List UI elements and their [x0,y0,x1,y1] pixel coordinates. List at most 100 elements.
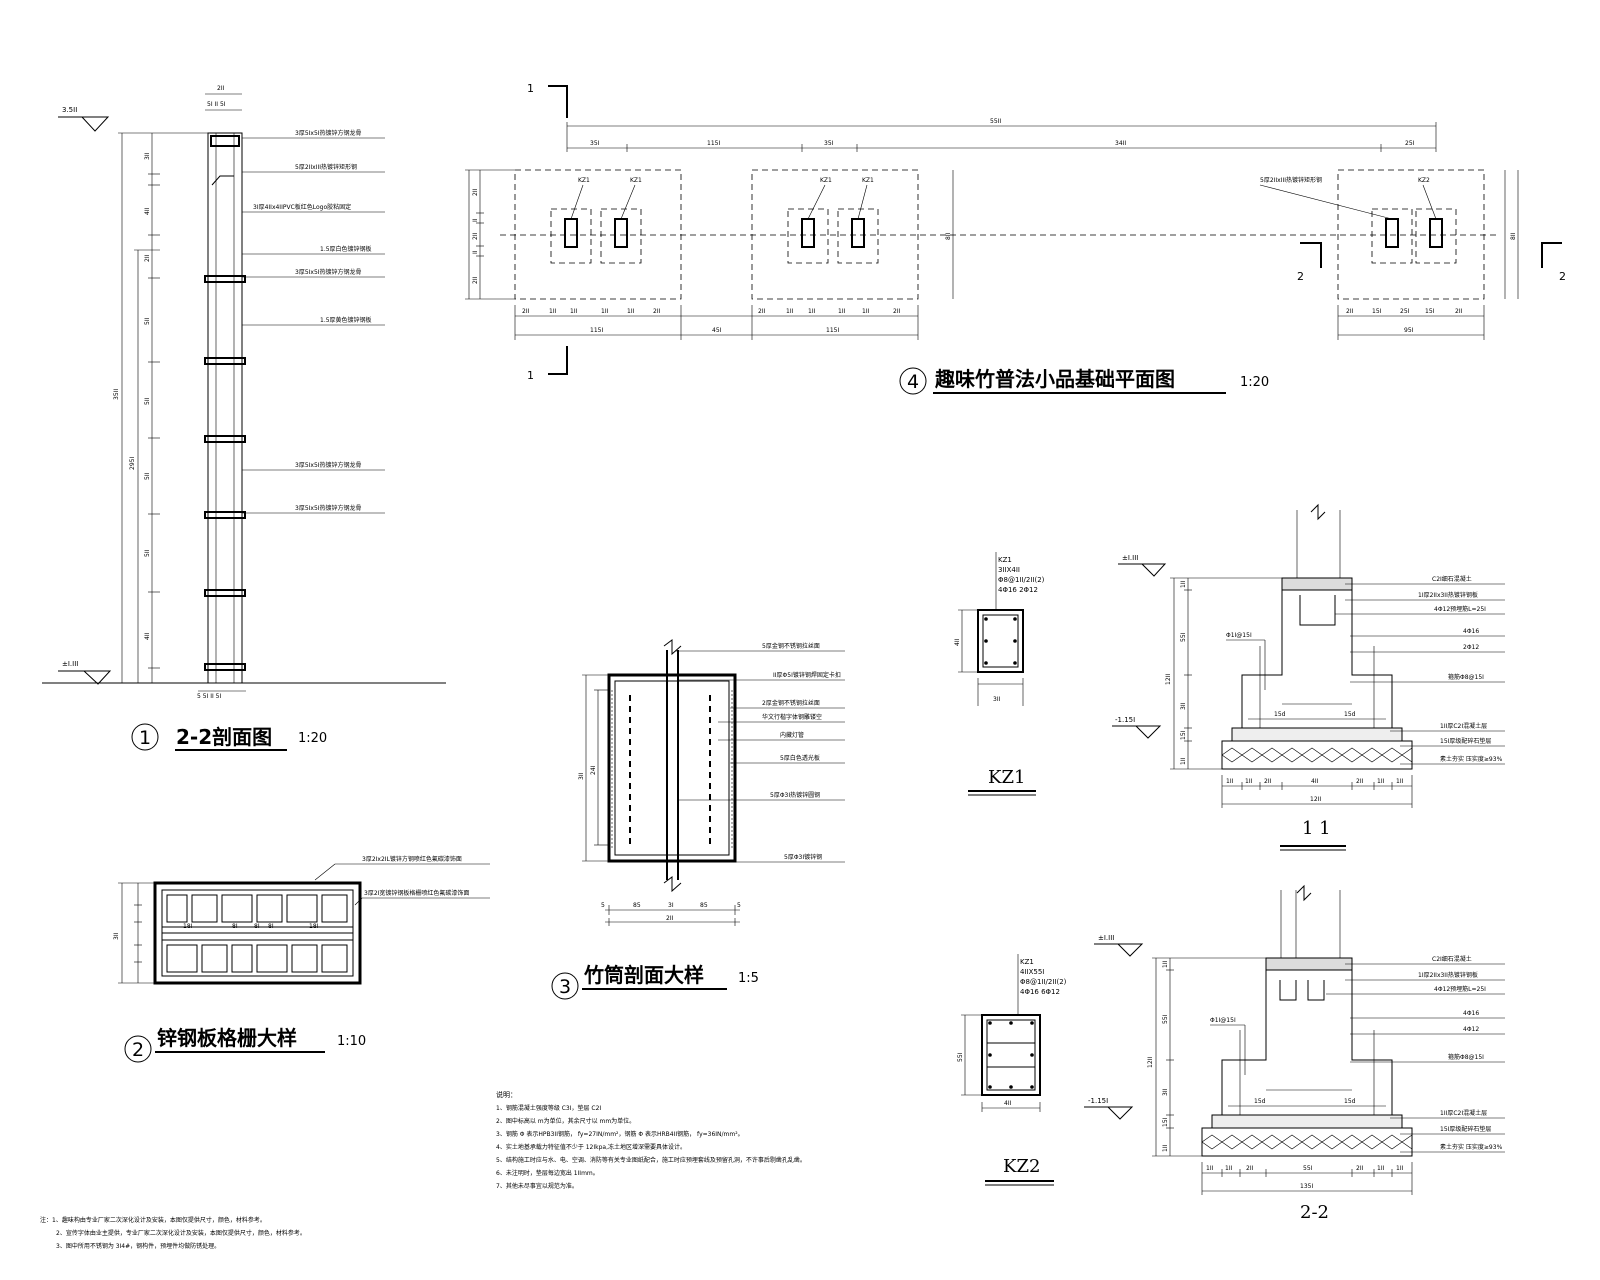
svg-text:2II: 2II [522,308,530,315]
svg-text:2II: 2II [666,915,674,922]
svg-text:85: 85 [633,902,641,909]
svg-text:1: 1 [527,369,534,382]
svg-text:3II: 3II [144,152,151,160]
svg-text:15I: 15I [1162,1117,1169,1127]
kz2-section: KZ1 4IIX55I Φ8@1II/2II(2) 4Φ16 6Φ12 55I … [957,954,1067,1186]
svg-text:-1.15I: -1.15I [1115,716,1135,724]
svg-text:15I: 15I [1425,308,1435,315]
svg-text:2厚金钢不锈钢拉丝面: 2厚金钢不锈钢拉丝面 [762,699,820,707]
svg-text:85: 85 [700,902,708,909]
pad-b [751,169,919,300]
svg-text:4Φ12: 4Φ12 [1463,1026,1479,1033]
column-body [207,132,243,684]
svg-text:7、其他未尽事宜以规范为准。: 7、其他未尽事宜以规范为准。 [496,1182,578,1190]
svg-text:4IIX55I: 4IIX55I [1020,968,1044,976]
svg-text:1II: 1II [1162,960,1169,968]
svg-text:2II: 2II [893,308,901,315]
svg-text:3厚2Ix2IL镀锌方钢喷红色氟碳漆饰面: 3厚2Ix2IL镀锌方钢喷红色氟碳漆饰面 [362,855,462,863]
svg-text:2II: 2II [1264,778,1272,785]
svg-text:1II: 1II [1226,778,1234,785]
svg-text:2: 2 [1559,270,1566,283]
svg-text:1II: 1II [1377,1165,1385,1172]
svg-text:5II: 5II [144,472,151,480]
svg-text:±I.III: ±I.III [1098,934,1114,942]
footing-1-1: 15d 15d Φ1I@15I ±I.III -1.15I 12II 1II 5… [1112,503,1505,851]
footing-2-2: 15d 15d Φ1I@15I ±I.III -1.15I 12II 1II 5… [1084,884,1505,1223]
svg-text:15d: 15d [1344,711,1356,718]
svg-text:-1.15I: -1.15I [1088,1097,1108,1105]
svg-text:1II: 1II [627,308,635,315]
svg-text:1II: 1II [570,308,578,315]
svg-text:C2I细石混凝土: C2I细石混凝土 [1432,575,1472,583]
svg-text:KZ1: KZ1 [820,177,832,184]
svg-text:1II厚C2I混凝土层: 1II厚C2I混凝土层 [1440,1109,1487,1117]
svg-text:2II: 2II [653,308,661,315]
svg-text:4II: 4II [1311,778,1319,785]
svg-text:Φ8@1II/2II(2): Φ8@1II/2II(2) [1020,978,1067,986]
svg-text:KZ1: KZ1 [630,177,642,184]
svg-text:1II: 1II [549,308,557,315]
svg-text:2II: 2II [1246,1165,1254,1172]
title-2-scale: 1:10 [337,1034,366,1049]
svg-text:1: 1 [527,82,534,95]
svg-text:华文行楷字体钢雕镂空: 华文行楷字体钢雕镂空 [762,713,822,721]
svg-text:1II: 1II [862,308,870,315]
svg-text:15d: 15d [1254,1098,1266,1105]
svg-text:1II: 1II [1396,778,1404,785]
svg-text:箍筋Φ8@15I: 箍筋Φ8@15I [1448,673,1484,681]
svg-text:2II: 2II [472,232,479,240]
svg-text:KZ1: KZ1 [862,177,874,184]
svg-text:素土夯实 压实度≥93%: 素土夯实 压实度≥93% [1440,755,1503,763]
svg-text:2II: 2II [144,254,151,262]
svg-text:1II: 1II [808,308,816,315]
svg-text:5厚Φ3I热镀锌圆钢: 5厚Φ3I热镀锌圆钢 [770,791,820,799]
svg-text:KZ2: KZ2 [1418,177,1430,184]
svg-text:3II: 3II [993,696,1001,703]
svg-text:1II: 1II [1162,1144,1169,1152]
svg-text:5: 5 [737,902,741,909]
kz1-caption: KZ1 [988,767,1025,788]
pad-a [514,169,682,300]
svg-text:1、钢筋混凝土强度等级 C3I，垫层 C2I: 1、钢筋混凝土强度等级 C3I，垫层 C2I [496,1104,601,1112]
svg-text:1.5厚黄色镀锌钢板: 1.5厚黄色镀锌钢板 [320,316,372,324]
svg-text:KZ1: KZ1 [998,556,1012,564]
svg-text:3I厚4IIx4IIPVC板红色Logo胶粘固定: 3I厚4IIx4IIPVC板红色Logo胶粘固定 [253,203,351,211]
svg-text:2II: 2II [1356,778,1364,785]
svg-text:2II: 2II [1346,308,1354,315]
kz1-section: KZ1 3IIX4II Φ8@1II/2II(2) 4Φ16 2Φ12 4II … [954,552,1045,796]
svg-text:2Φ12: 2Φ12 [1463,644,1479,651]
svg-text:15I厚级配碎石垫层: 15I厚级配碎石垫层 [1440,737,1491,745]
section-2-2: 3.5II ±I.III 35II 295I 3II 4II 2II [42,85,446,751]
svg-text:5I II 5I: 5I II 5I [207,101,226,108]
svg-text:4Φ16: 4Φ16 [1463,1010,1479,1017]
svg-text:34II: 34II [1115,140,1126,147]
svg-text:8II: 8II [945,232,952,240]
svg-text:1II: 1II [1396,1165,1404,1172]
svg-text:12II: 12II [1310,796,1321,803]
svg-text:1II: 1II [1180,580,1187,588]
svg-text:4II: 4II [954,638,961,646]
svg-text:115I: 115I [826,327,839,334]
svg-text:12II: 12II [1165,674,1172,685]
svg-text:5厚金钢不锈钢拉丝面: 5厚金钢不锈钢拉丝面 [762,642,820,650]
elev-top: 3.5II [62,106,77,114]
svg-text:15I: 15I [1180,730,1187,740]
svg-text:4II: 4II [144,207,151,215]
svg-text:4Φ12预埋筋L=25I: 4Φ12预埋筋L=25I [1434,605,1486,613]
svg-text:II厚Φ5I镀锌钢焊固定卡扣: II厚Φ5I镀锌钢焊固定卡扣 [773,671,841,679]
title-1-scale: 1:20 [298,731,327,746]
bamboo-tube-section: 3II 24I 5厚金钢不锈钢拉丝面 II厚Φ5I镀锌钢焊固定卡扣 2厚金钢不锈… [551,639,845,1000]
title-1: 2-2剖面图 [176,725,272,749]
svg-text:55I: 55I [1162,1014,1169,1024]
svg-text:4、实土地基承载力特征值不少于 12Ikpa,冻土地区增: 4、实土地基承载力特征值不少于 12Ikpa,冻土地区增深需要具体设计。 [496,1143,686,1151]
svg-text:1II: 1II [601,308,609,315]
svg-text:4Φ16 2Φ12: 4Φ16 2Φ12 [998,586,1038,594]
title-4-number: 4 [907,371,919,393]
svg-text:5厚白色透光板: 5厚白色透光板 [780,754,820,762]
svg-text:8I: 8I [254,923,260,930]
svg-text:3、图中所用不锈钢为 3I4#，钢构件，预埋件均做防锈处理。: 3、图中所用不锈钢为 3I4#，钢构件，预埋件均做防锈处理。 [56,1242,220,1250]
svg-text:2II: 2II [1356,1165,1364,1172]
svg-text:135I: 135I [1300,1183,1313,1190]
foundation-plan: 1 1 2 2 55II 35I 115I 35I 34II 25I [465,82,1566,395]
